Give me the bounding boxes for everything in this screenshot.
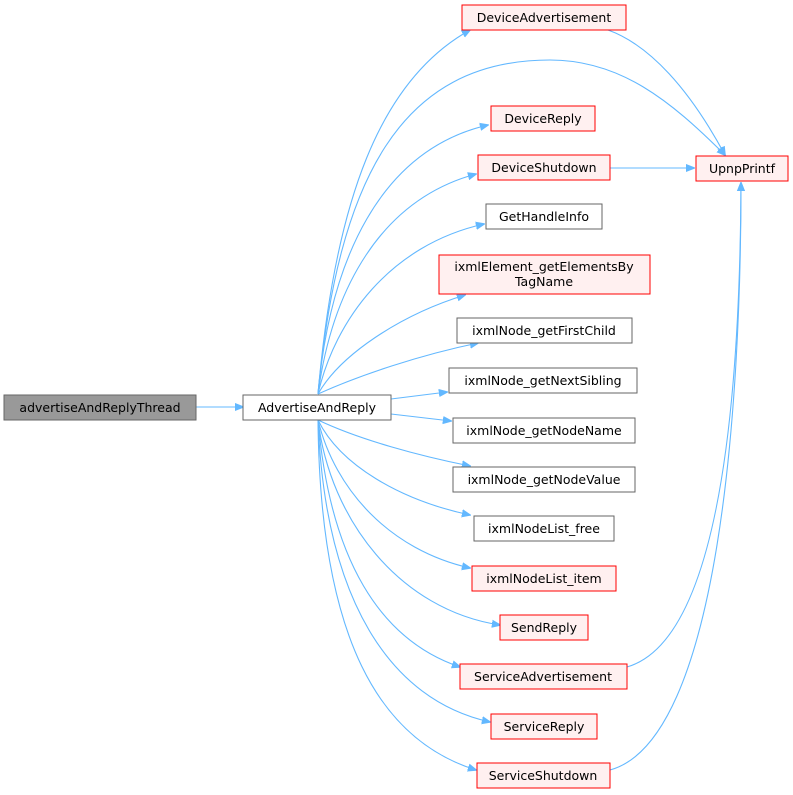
edge-to-get-handle-info: [317, 224, 484, 395]
node-label: ixmlNodeList_item: [486, 571, 602, 586]
edge-to-device-reply: [317, 125, 488, 395]
node-ixml-node-get-first-child[interactable]: ixmlNode_getFirstChild: [456, 317, 633, 344]
node-label: AdvertiseAndReply: [258, 400, 377, 415]
node-service-advertisement[interactable]: ServiceAdvertisement: [459, 663, 628, 690]
node-label: ixmlNode_getNodeName: [466, 423, 622, 438]
edge-to-ixml-node-get-next-sibling: [390, 392, 447, 400]
node-device-shutdown[interactable]: DeviceShutdown: [477, 154, 611, 181]
node-ixml-node-list-free[interactable]: ixmlNodeList_free: [473, 515, 615, 542]
edge-to-ixml-element-get-elements: [317, 295, 465, 395]
edge-to-ixml-node-get-node-name: [390, 413, 451, 421]
node-label-line-2: TagName: [514, 274, 573, 289]
edges: [196, 30, 741, 770]
node-label-line-1: ixmlElement_getElementsBy: [454, 259, 634, 274]
node-ixml-node-list-item[interactable]: ixmlNodeList_item: [471, 565, 617, 592]
node-label: ServiceShutdown: [489, 768, 598, 783]
node-label: DeviceReply: [504, 111, 582, 126]
edge-to-ixml-node-get-node-value: [317, 419, 470, 466]
node-ixml-node-get-node-value[interactable]: ixmlNode_getNodeValue: [452, 466, 636, 493]
node-label: ServiceAdvertisement: [474, 669, 612, 684]
node-ixml-element-get-elements-by-tag-name[interactable]: ixmlElement_getElementsBy TagName: [438, 254, 651, 295]
node-device-advertisement[interactable]: DeviceAdvertisement: [461, 4, 627, 31]
node-label: ixmlNode_getNextSibling: [464, 373, 621, 388]
node-label: advertiseAndReplyThread: [19, 400, 180, 415]
edge-to-service-shutdown: [317, 419, 476, 770]
edge-service-shutdown-to-upnp-printf: [609, 183, 741, 771]
node-ixml-node-get-next-sibling[interactable]: ixmlNode_getNextSibling: [448, 367, 638, 394]
node-label: DeviceShutdown: [491, 160, 596, 175]
node-label: ServiceReply: [504, 719, 585, 734]
edge-to-ixml-node-list-free: [317, 419, 470, 515]
edge-to-device-shutdown: [317, 174, 476, 395]
node-label: SendReply: [511, 620, 578, 635]
node-advertise-and-reply[interactable]: AdvertiseAndReply: [242, 394, 392, 421]
edge-to-device-advertisement: [317, 30, 470, 395]
node-service-reply[interactable]: ServiceReply: [490, 713, 598, 740]
node-device-reply[interactable]: DeviceReply: [490, 105, 596, 132]
node-label: DeviceAdvertisement: [477, 10, 612, 25]
edge-advertise-to-upnp-printf: [317, 59, 725, 395]
node-label: UpnpPrintf: [709, 161, 776, 176]
edge-to-send-reply: [317, 419, 500, 625]
node-upnp-printf[interactable]: UpnpPrintf: [695, 155, 789, 182]
node-get-handle-info[interactable]: GetHandleInfo: [485, 203, 603, 230]
node-ixml-node-get-node-name[interactable]: ixmlNode_getNodeName: [452, 417, 636, 444]
edge-to-ixml-node-list-item: [317, 419, 470, 568]
edge-to-service-reply: [317, 419, 490, 722]
node-advertise-and-reply-thread[interactable]: advertiseAndReplyThread: [3, 394, 197, 421]
edge-to-service-advertisement: [317, 419, 460, 667]
node-service-shutdown[interactable]: ServiceShutdown: [476, 762, 611, 789]
edge-to-ixml-node-get-first-child: [317, 343, 478, 395]
node-send-reply[interactable]: SendReply: [499, 614, 589, 641]
node-label: ixmlNode_getNodeValue: [468, 472, 621, 487]
edge-device-advertisement-to-upnp-printf: [607, 29, 725, 155]
nodes: advertiseAndReplyThread AdvertiseAndRepl…: [3, 4, 789, 789]
node-label: ixmlNode_getFirstChild: [472, 323, 616, 338]
node-label: GetHandleInfo: [499, 209, 589, 224]
node-label: ixmlNodeList_free: [488, 521, 600, 536]
